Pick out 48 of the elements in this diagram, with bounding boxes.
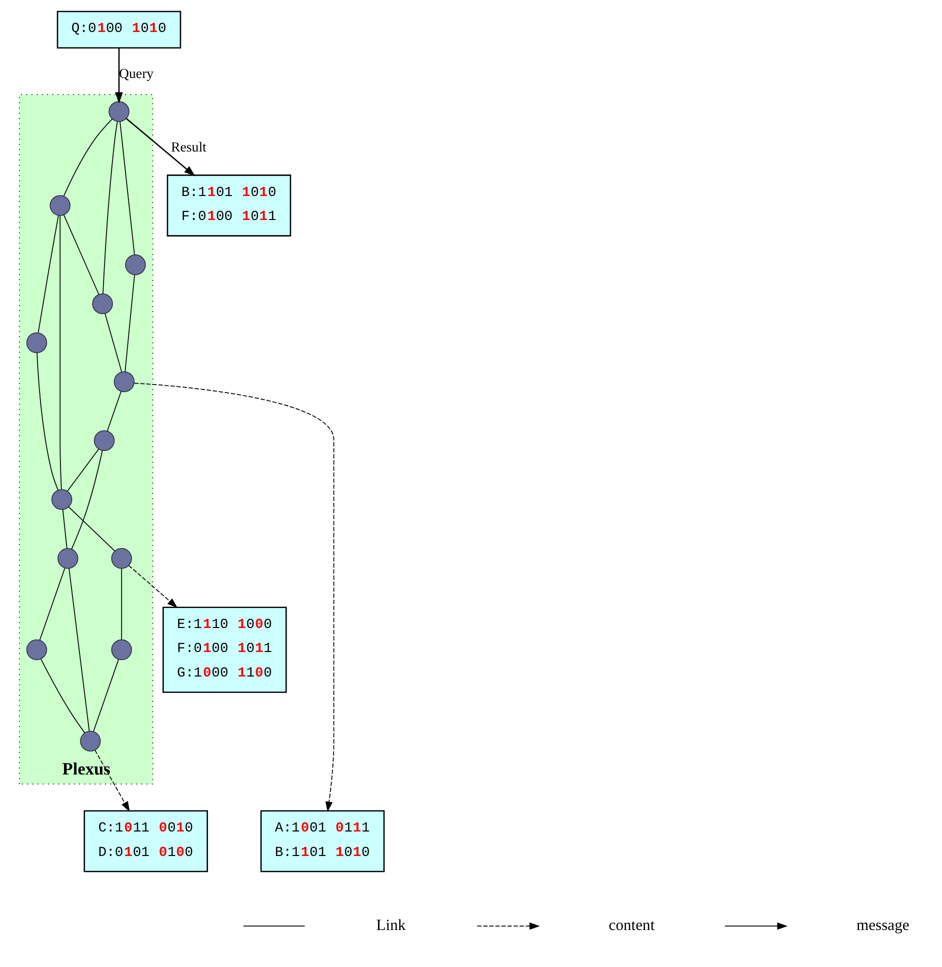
connector (102, 121, 118, 294)
node-circle (93, 430, 114, 452)
node-box: B:1101 1010 F:0100 1011 (166, 174, 291, 236)
connector (38, 568, 65, 640)
node-circle (80, 730, 100, 752)
arrow (128, 565, 178, 608)
connector (37, 215, 58, 334)
legend-label: Link (376, 916, 406, 934)
connector (124, 274, 134, 372)
node-circle (108, 101, 129, 122)
arrow (133, 382, 334, 812)
cluster: Plexus (18, 94, 153, 784)
node-box: E:1110 1000 F:0100 1011 G:1000 1100 (162, 606, 286, 693)
node-circle (110, 548, 132, 569)
connector (104, 313, 122, 372)
legend-label: message (856, 916, 909, 934)
connector (70, 450, 102, 550)
node-circle (110, 639, 132, 660)
connector (62, 118, 112, 196)
connector (106, 390, 122, 432)
arrow (94, 750, 130, 812)
node-box: C:1011 0010 D:0101 0100 (83, 810, 208, 872)
node-circle (49, 195, 70, 216)
node-circle (50, 489, 72, 510)
edge-label: Result (170, 140, 206, 155)
edge-label: Query (118, 66, 154, 81)
connector (36, 352, 58, 491)
node-circle (57, 548, 78, 569)
arrow (114, 48, 122, 104)
arrow (125, 118, 195, 176)
connector (92, 659, 118, 732)
node-circle (92, 293, 112, 314)
connector (68, 568, 90, 732)
node-circle (26, 639, 47, 660)
connector (62, 214, 99, 295)
connector (66, 448, 99, 492)
connector (62, 509, 67, 549)
node-circle (124, 254, 146, 276)
connector (119, 121, 134, 256)
legend-label: content (608, 916, 654, 934)
node-box: Q:0100 1010 (56, 10, 181, 48)
connector (59, 215, 62, 490)
node-circle (26, 332, 47, 354)
node-box: A:1001 0111 B:1101 1010 (260, 810, 384, 872)
connector (40, 658, 85, 734)
node-circle (113, 371, 134, 392)
connector (120, 568, 122, 640)
connector (68, 506, 115, 552)
